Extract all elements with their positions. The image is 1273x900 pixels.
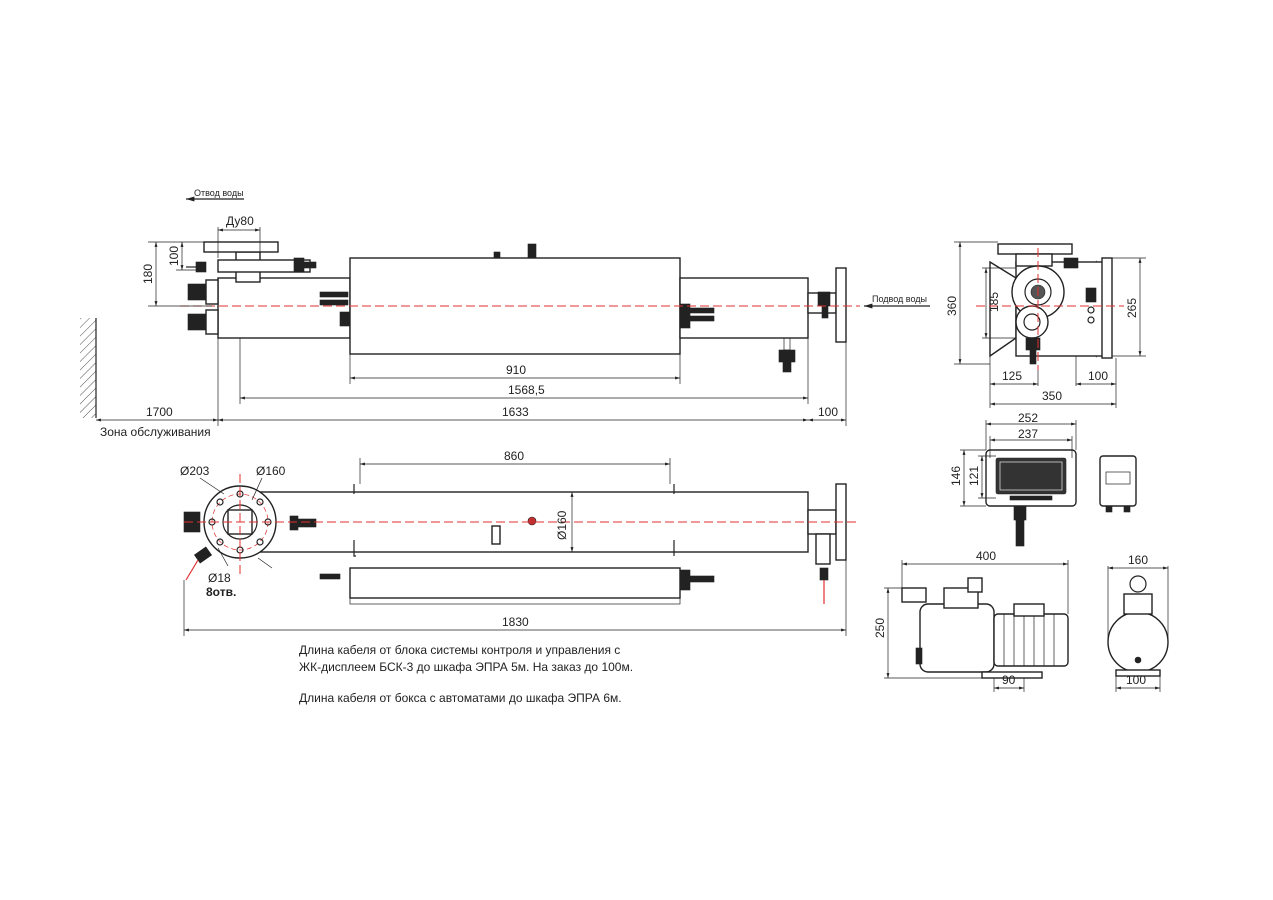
dim-185: 185	[987, 292, 1001, 312]
pump-motor	[993, 613, 1069, 667]
drain-valve	[778, 291, 831, 373]
inlet-flange	[835, 267, 847, 343]
dim-100-side: 100	[167, 246, 181, 266]
dim-100-pump: 100	[1126, 673, 1146, 687]
supply-label: Подвод воды	[872, 294, 927, 304]
dim-350: 350	[1042, 389, 1062, 403]
dim-1633: 1633	[502, 405, 529, 419]
top-view: 860 Ø160 Ø203 Ø160 Ø18 8отв. 1830	[180, 449, 856, 636]
outlet-flange	[203, 241, 279, 253]
flange-inner-label: Ø160	[256, 464, 286, 478]
dim-1830: 1830	[502, 615, 529, 629]
drain-label: Отвод воды	[194, 188, 244, 198]
dim-100-end: 100	[818, 405, 838, 419]
holes-diam-label: Ø18	[208, 571, 231, 585]
cable-note-line-2: ЖК-дисплеем БСК-3 до шкафа ЭПРА 5м. На з…	[299, 660, 634, 674]
flange-outer-label: Ø203	[180, 464, 210, 478]
left-chamber	[217, 277, 351, 339]
end-view: 360 185 265 125 100 350	[945, 241, 1146, 408]
dim-360: 360	[945, 296, 959, 316]
dim-1700: 1700	[146, 405, 173, 419]
cable-note-2: Длина кабеля от бокса с автоматами до шк…	[299, 691, 622, 705]
dim-910: 910	[506, 363, 526, 377]
dim-146: 146	[949, 466, 963, 486]
dim-160-pump: 160	[1128, 553, 1148, 567]
dim-121: 121	[967, 466, 981, 486]
dim-125: 125	[1002, 369, 1022, 383]
cable-note-1: Длина кабеля от блока системы контроля и…	[299, 642, 633, 676]
control-unit-view: 146 121 252 237	[949, 411, 1137, 547]
dim-237: 237	[1018, 427, 1038, 441]
breaker-box	[1099, 455, 1137, 507]
side-view: Отвод воды Подвод воды Ду80 180 100 910 …	[80, 188, 930, 439]
cable-note-line-1: Длина кабеля от блока системы контроля и…	[299, 643, 621, 657]
holes-count-label: 8отв.	[206, 585, 236, 599]
dim-860: 860	[504, 449, 524, 463]
dim-400: 400	[976, 549, 996, 563]
body-diameter-label: Ø160	[555, 510, 569, 540]
wall-hatch	[80, 318, 96, 418]
lcd-display	[995, 457, 1067, 495]
dim-250: 250	[873, 618, 887, 638]
dim-100-endview: 100	[1088, 369, 1108, 383]
dim-1568: 1568,5	[508, 383, 545, 397]
pump-view: 250 400 90 160 100	[873, 549, 1169, 692]
dn-label: Ду80	[226, 214, 254, 228]
dim-265: 265	[1125, 298, 1139, 318]
service-zone-label: Зона обслуживания	[100, 425, 211, 439]
cable-glands-left	[187, 279, 219, 335]
dim-180: 180	[141, 264, 155, 284]
dim-252: 252	[1018, 411, 1038, 425]
ballast-housing	[349, 567, 681, 599]
pump-housing	[919, 603, 995, 673]
dim-90: 90	[1002, 673, 1016, 687]
valve-left	[186, 257, 317, 273]
